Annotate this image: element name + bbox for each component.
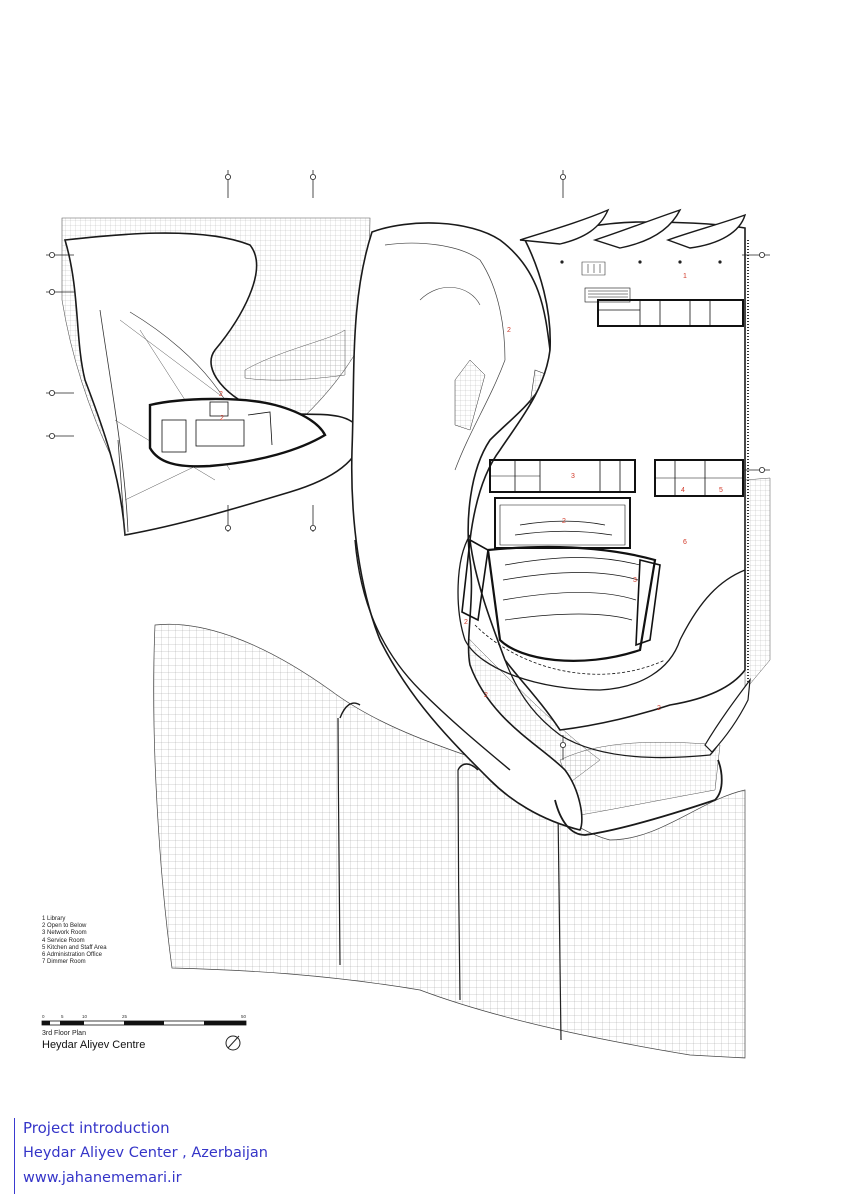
plan-label: 3rd Floor Plan — [42, 1030, 86, 1037]
room-number-labels: 1 2 2 2 2 2 2 2 3 3 4 5 6 — [219, 273, 723, 712]
room-number: 2 — [507, 327, 511, 334]
right-slab — [469, 221, 746, 731]
legend-item: 1 Library — [42, 916, 66, 922]
scale-tick: 10 — [82, 1014, 88, 1019]
facade-skin-bottom-band — [559, 741, 721, 816]
room-number: 4 — [681, 487, 685, 494]
scale-bar — [41, 1020, 247, 1026]
legend-item: 3 Network Room — [42, 930, 87, 937]
scale-tick: 25 — [122, 1014, 128, 1019]
left-core — [148, 397, 327, 468]
legend-item: 2 Open to Below — [42, 923, 87, 930]
scale-tick-labels: 0 5 10 25 50 — [42, 1014, 246, 1022]
room-number: 6 — [683, 539, 687, 546]
room-number: 5 — [719, 487, 723, 494]
footer-website-link[interactable]: www.jahanememari.ir — [23, 1170, 182, 1186]
facade-skin-lower — [153, 623, 746, 1059]
auditorium — [461, 497, 666, 675]
upper-service-block — [584, 287, 744, 327]
scale-tick: 50 — [241, 1014, 247, 1019]
legend: 1 Library 2 Open to Below 3 Network Room… — [42, 916, 107, 966]
scale-tick: 0 — [42, 1014, 45, 1019]
legend-item: 6 Administration Office — [42, 952, 102, 959]
north-arrow-icon — [225, 1035, 241, 1051]
footer-accent-bar — [14, 1118, 15, 1194]
room-number: 2 — [220, 415, 224, 422]
room-number: 2 — [219, 391, 223, 398]
room-number: 2 — [657, 705, 661, 712]
footer-project-name: Heydar Aliyev Center , Azerbaijan — [23, 1145, 268, 1161]
plan-title: Heydar Aliyev Centre — [42, 1039, 146, 1051]
room-number: 3 — [571, 473, 575, 480]
section-markers — [46, 170, 770, 760]
scale-tick: 5 — [61, 1014, 64, 1019]
legend-item: 4 Service Room — [42, 937, 85, 944]
left-core-rooms — [161, 401, 273, 453]
facade-skin-right — [744, 477, 771, 691]
room-number: 2 — [464, 619, 468, 626]
legend-item: 7 Dimmer Room — [42, 959, 86, 966]
room-number: 1 — [683, 273, 687, 280]
room-number: 3 — [633, 577, 637, 584]
middle-service-band — [489, 459, 744, 497]
room-number: 2 — [562, 518, 566, 525]
room-number: 2 — [484, 692, 488, 699]
footer-project-introduction: Project introduction — [23, 1119, 170, 1137]
legend-item: 5 Kitchen and Staff Area — [42, 944, 107, 951]
